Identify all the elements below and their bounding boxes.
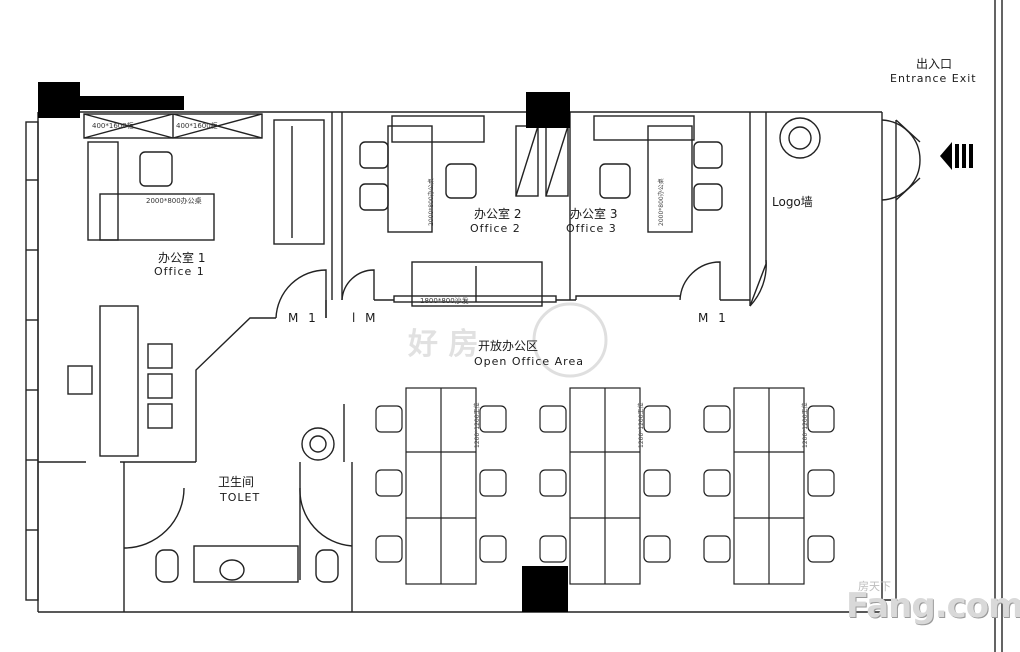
workstation-label-2: 1200*1200工位	[638, 402, 645, 448]
door-m1-left-label: M 1	[288, 311, 319, 325]
outer-wall-right	[881, 118, 897, 601]
watermark-logo	[532, 302, 608, 378]
fang-logo: 房天下 Fang.com	[846, 578, 1020, 630]
office3-desk-label: 2000*800办公桌	[658, 178, 665, 226]
toilet-label-cn: 卫生间	[218, 475, 255, 489]
office1-desk-label: 2000*800办公桌	[146, 197, 202, 205]
office3-label-en: Office 3	[566, 222, 617, 235]
office2-desk-label: 2000*800办公桌	[428, 178, 435, 226]
office1-chair	[139, 151, 173, 187]
workstation-label-3: 1200*1200工位	[802, 402, 809, 448]
office2-label-cn: 办公室 2	[474, 207, 522, 221]
open-area-label-en: Open Office Area	[474, 355, 584, 368]
office1-sofa	[273, 119, 325, 245]
meeting-table	[99, 305, 139, 457]
door-m-mid-label: l M	[352, 311, 379, 325]
cluster-2	[539, 387, 671, 585]
toilet-walls	[123, 462, 353, 612]
workstation-label-1: 1200*1200工位	[474, 402, 481, 448]
office1-desk-return	[87, 141, 119, 241]
entrance-label-cn: 出入口	[916, 57, 953, 71]
office2-desk	[387, 125, 433, 233]
workstations	[375, 387, 835, 585]
office1-label-cn: 办公室 1	[158, 251, 206, 265]
office1-desk	[99, 193, 215, 241]
brand-main: Fang.com	[846, 586, 1020, 626]
sofa-label: 1800*800沙发	[420, 297, 469, 305]
cluster-3	[703, 387, 835, 585]
entrance-arrow-icon	[940, 142, 973, 170]
office1-label-en: Office 1	[154, 265, 205, 278]
cluster-1	[375, 387, 507, 585]
window-strip-left	[25, 121, 39, 601]
columns	[38, 82, 570, 612]
office2-label-en: Office 2	[470, 222, 521, 235]
office3-desk	[647, 125, 693, 233]
door-m-mid	[341, 269, 375, 301]
office1-wall	[38, 112, 333, 463]
door-m1-right	[679, 261, 721, 301]
open-area-label-cn: 开放办公区	[478, 339, 539, 353]
brand-top: 房天下	[858, 580, 891, 593]
cabinet-label-1: 400*1600柜	[92, 122, 134, 130]
entrance-label-en: Entrance Exit	[890, 72, 977, 85]
office2-sofa	[411, 261, 543, 307]
logo-wall-label: Logo墙	[772, 195, 813, 209]
watermark-text: 好 房	[408, 327, 479, 362]
cabinet-label-2: 400*1600柜	[176, 122, 218, 130]
entrance-door	[881, 119, 921, 201]
door-m1-right-label: M 1	[698, 311, 729, 325]
office3-label-cn: 办公室 3	[570, 207, 618, 221]
door-m1-left	[275, 269, 327, 319]
toilet-label-en: TOLET	[220, 491, 261, 504]
outer-wall-top	[38, 111, 883, 118]
